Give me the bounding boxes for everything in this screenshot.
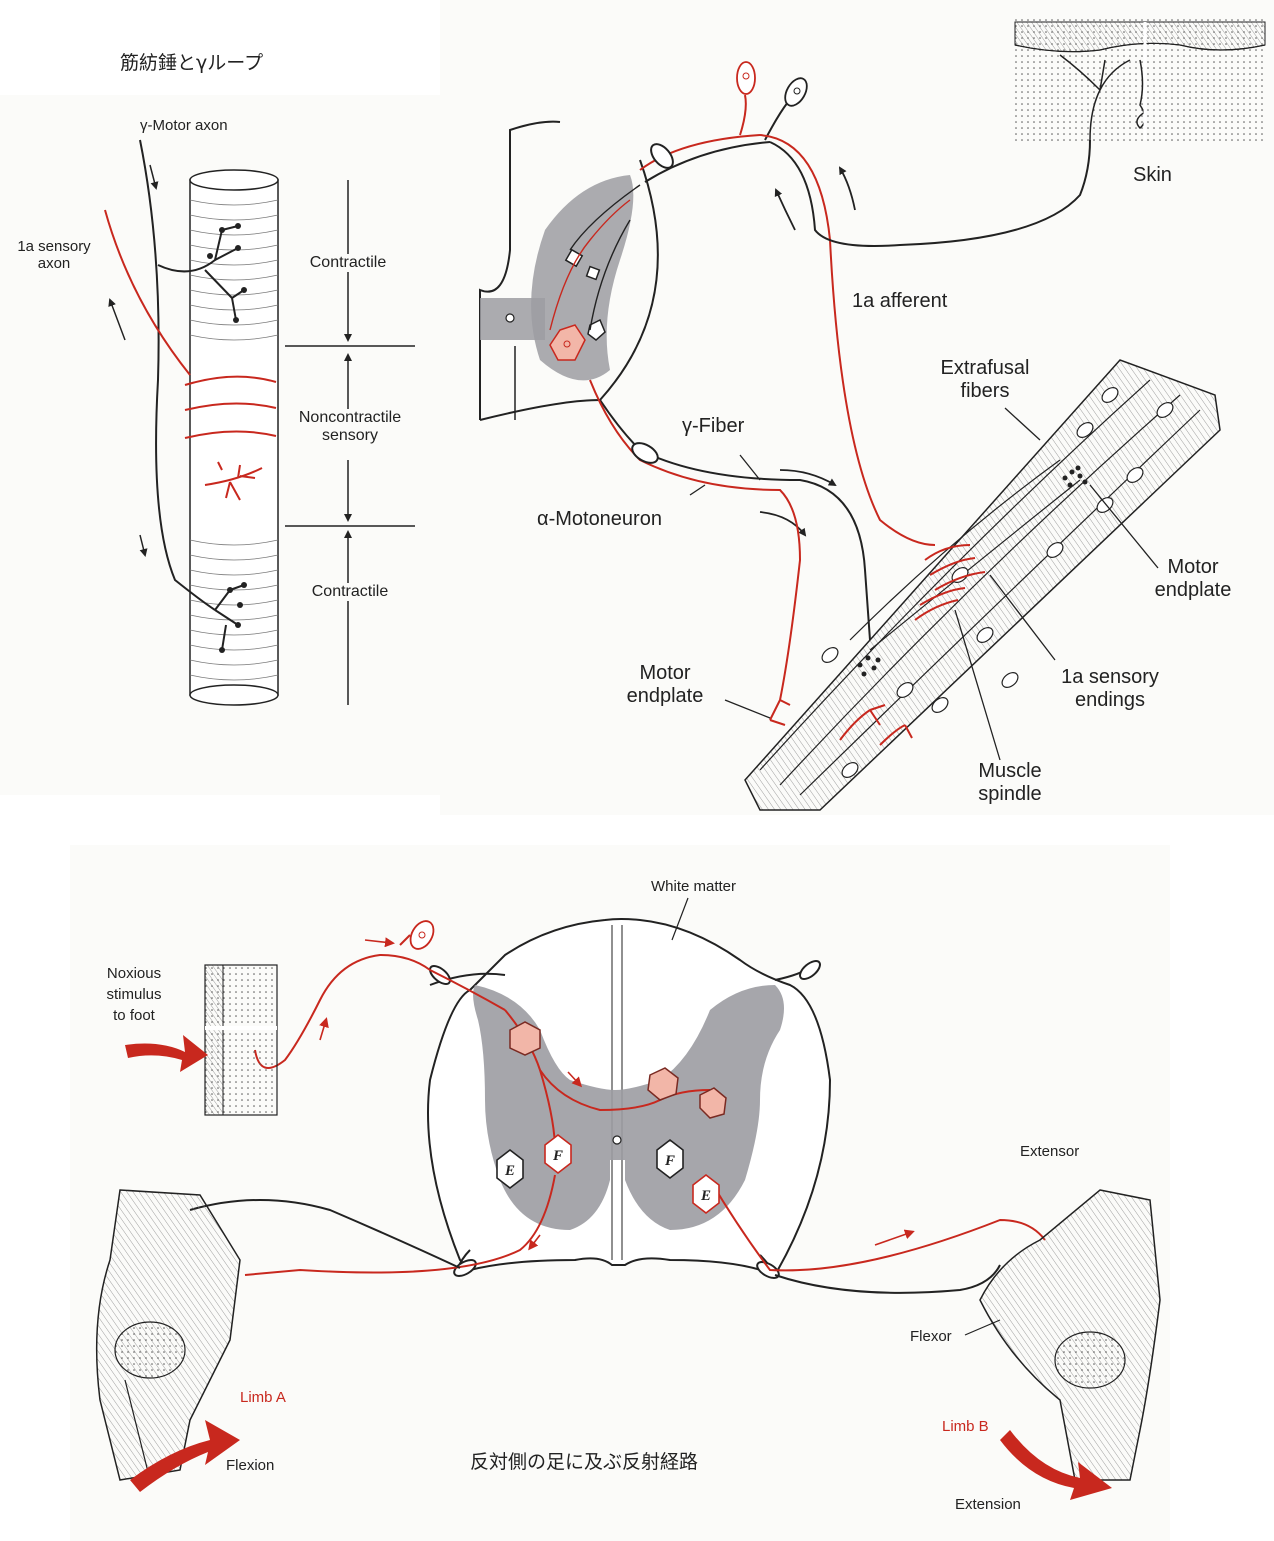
gamma-motoneuron-cells: [564, 248, 606, 341]
motor-neuron-f-right: F: [656, 1138, 684, 1180]
limb-a: [95, 1189, 241, 1481]
motor-neuron-e-left: E: [496, 1148, 524, 1190]
extension-label: Extension: [955, 1496, 1021, 1513]
svg-text:F: F: [552, 1148, 563, 1164]
noncontractile-line2: sensory: [321, 427, 379, 444]
limb-a-label: Limb A: [240, 1389, 286, 1406]
flexion-label: Flexion: [226, 1457, 275, 1474]
motor-neuron-f-left: F: [544, 1133, 572, 1175]
afferent-label: 1a afferent: [852, 290, 948, 312]
dorsal-root: [639, 134, 771, 183]
motor-endplate-left-label: Motor endplate: [605, 662, 725, 708]
svg-text:E: E: [504, 1163, 515, 1179]
limb-b: [979, 1189, 1161, 1481]
sensory-endings-line2: endings: [1074, 689, 1146, 711]
motor-endplate-right-line1: Motor: [1167, 556, 1219, 578]
contractile-bottom-label: Contractile: [288, 583, 412, 601]
cord-cross-section: [427, 918, 832, 1277]
motor-neuron-e-right: E: [692, 1173, 720, 1215]
sensory-axon-red: [104, 209, 277, 501]
stimulus-line3: to foot: [113, 1007, 155, 1024]
muscle-spindle-line1: Muscle: [978, 760, 1042, 782]
alpha-motoneuron-label: α-Motoneuron: [537, 508, 662, 530]
skin-tissue: [1014, 18, 1266, 143]
dorsal-root-ganglion-black: [764, 77, 808, 141]
sensory-endings-red: [769, 544, 986, 746]
sensory-endings-label: 1a sensory endings: [1045, 666, 1175, 712]
extensor-label: Extensor: [1020, 1143, 1080, 1160]
motor-endplate-right-line2: endplate: [1154, 579, 1232, 601]
limb-b-label: Limb B: [942, 1418, 989, 1435]
gamma-motor-axon: [139, 139, 245, 651]
cord-roots: [429, 960, 821, 1279]
spindle-panel-title: 筋紡錘とγループ: [120, 52, 264, 74]
motor-endplate-right-label: Motor endplate: [1138, 556, 1248, 602]
alpha-motoneuron-cell: [549, 324, 586, 361]
nerve-ending-dots-top: [207, 223, 247, 653]
svg-text:E: E: [700, 1188, 711, 1204]
cord-red-arrows: [319, 937, 915, 1251]
motor-endplate-left-line1: Motor: [639, 662, 691, 684]
cord-neuron-processes: [549, 184, 641, 331]
muscle-spindle-line2: spindle: [978, 783, 1042, 805]
contractile-top-label: Contractile: [288, 254, 408, 272]
extrafusal-muscle: [744, 359, 1221, 811]
flexor-label: Flexor: [910, 1328, 952, 1345]
panel2-arrows: [759, 166, 856, 537]
red-ganglion: [409, 920, 435, 950]
flexion-arrow: [130, 1420, 240, 1492]
reflex-panel-caption: 反対側の足に及ぶ反射経路: [470, 1451, 699, 1473]
panel2-leader-lines: [689, 407, 1159, 761]
stimulus-line1: Noxious: [106, 965, 162, 982]
spinal-cord-section: [479, 120, 659, 421]
noncontractile-line1: Noncontractile: [298, 409, 402, 426]
skin-label: Skin: [1133, 164, 1172, 186]
stimulus-label: Noxious stimulus to foot: [88, 963, 180, 1026]
ventral-root: [589, 379, 871, 701]
sensory-axon-label: 1a sensory axon: [0, 238, 108, 272]
stimulus-line2: stimulus: [106, 986, 162, 1003]
svg-text:F: F: [664, 1153, 675, 1169]
sensory-endings-line1: 1a sensory: [1061, 666, 1159, 688]
sensory-axon-label-line2: axon: [37, 255, 71, 272]
motor-endplate-left-line2: endplate: [626, 685, 704, 707]
extension-arrow: [1000, 1430, 1112, 1500]
white-matter-label: White matter: [651, 878, 737, 895]
gamma-fiber-label: γ-Fiber: [682, 415, 745, 437]
extrafusal-label: Extrafusal fibers: [920, 357, 1050, 403]
noncontractile-label: Noncontractile sensory: [284, 409, 416, 445]
extrafusal-line1: Extrafusal: [940, 357, 1030, 379]
afferent-fibers: [759, 134, 1091, 546]
panel3-leader-lines: [671, 897, 1001, 1336]
foot-skin-block: [204, 964, 278, 1116]
extrafusal-line2: fibers: [960, 380, 1010, 402]
motor-endplate-dots: [857, 465, 1088, 677]
stimulus-arrow: [125, 1035, 208, 1072]
sensory-axon-label-line1: 1a sensory: [17, 238, 91, 255]
dorsal-root-ganglion-red: [736, 61, 756, 136]
muscle-spindle-label: Muscle spindle: [955, 760, 1065, 806]
gamma-motor-axon-label: γ-Motor axon: [140, 117, 228, 134]
pink-interneurons: [509, 1021, 727, 1119]
reflex-efferent-black: [189, 1199, 1001, 1294]
